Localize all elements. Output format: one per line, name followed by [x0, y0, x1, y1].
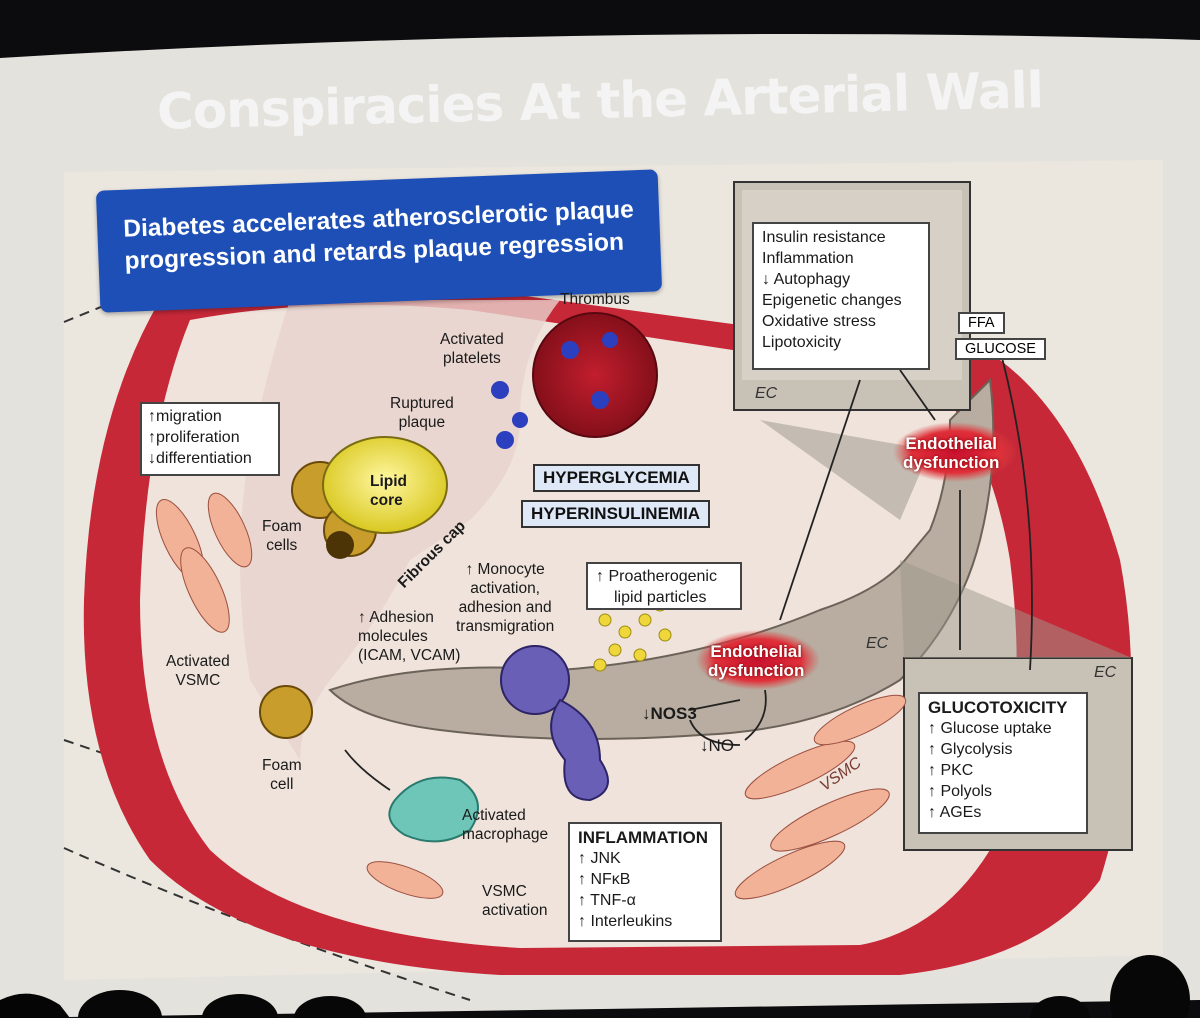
hyperglycemia-box: HYPERGLYCEMIA — [533, 464, 700, 492]
foam-cells-label: Foam cells — [262, 518, 302, 554]
dashed-line — [63, 299, 119, 323]
mechanism-item: Lipotoxicity — [762, 334, 842, 351]
inflammation-header: INFLAMMATION — [578, 828, 708, 847]
proatherogenic-box: ↑ Proatherogenic lipid particles — [586, 562, 742, 610]
glucotoxicity-box: GLUCOTOXICITY ↑ Glucose uptake ↑ Glycoly… — [918, 692, 1088, 834]
activated-vsmc-label: Activated VSMC — [166, 653, 230, 689]
vsmc-wall-cells — [734, 694, 907, 900]
no-label: ↓NO — [700, 736, 734, 755]
adhesion-molecules-label: ↑ Adhesion molecules (ICAM, VCAM) — [358, 609, 461, 664]
activated-vsmc-cells — [155, 492, 253, 633]
glucotoxicity-header: GLUCOTOXICITY — [928, 698, 1068, 717]
ruptured-plaque-label: Ruptured plaque — [390, 395, 454, 431]
mechanism-item: ↓ Autophagy — [762, 271, 851, 288]
endothelial-dysfunction-glow-top — [893, 422, 1017, 482]
vsmc-effect: ↓differentiation — [148, 450, 252, 467]
vsmc-effect: ↑proliferation — [148, 429, 240, 446]
monocyte — [500, 645, 570, 715]
activated-platelets — [491, 332, 618, 449]
vsmc-activation-cell — [366, 861, 444, 899]
nos3-label: ↓NOS3 — [642, 704, 697, 723]
lipid-core — [322, 436, 448, 534]
inflammation-box: INFLAMMATION ↑ JNK ↑ NFκB ↑ TNF-α ↑ Inte… — [568, 822, 722, 942]
glucose-tag: GLUCOSE — [955, 338, 1046, 360]
vsmc-activation-label: VSMC activation — [482, 883, 548, 919]
macrophage — [388, 776, 479, 843]
zoom-wedge-bottom — [900, 560, 1132, 658]
mechanism-item: Insulin resistance — [762, 229, 886, 246]
ec-label-bottom: EC — [1094, 664, 1117, 681]
foam-cell-label: Foam cell — [262, 757, 302, 793]
lipid-core-label: Lipid core — [370, 473, 408, 509]
thrombus-label: Thrombus — [560, 291, 630, 308]
pathway-arrows — [344, 349, 1033, 791]
monocyte-label: ↑ Monocyte activation, adhesion and tran… — [456, 561, 555, 635]
mechanisms-box: Insulin resistance Inflammation ↓ Autoph… — [752, 222, 930, 370]
thrombus — [532, 312, 658, 438]
ec-label-mid: EC — [866, 635, 889, 652]
zoom-wedge — [760, 420, 930, 520]
mechanism-item: Epigenetic changes — [762, 292, 902, 309]
mechanism-item: Inflammation — [762, 250, 854, 267]
endothelial-dysfunction-label-mid: Endothelial dysfunction — [708, 642, 805, 680]
activated-macrophage-label: Activated macrophage — [462, 807, 549, 843]
ffa-tag: FFA — [958, 312, 1005, 334]
endothelial-dysfunction-glow — [696, 630, 820, 690]
ec-label-top: EC — [755, 385, 778, 402]
transmigrating-monocyte — [550, 698, 609, 802]
foam-cell-single — [259, 685, 313, 739]
endothelial-dysfunction-label-top: Endothelial dysfunction — [903, 434, 1000, 472]
mechanism-item: Oxidative stress — [762, 313, 876, 330]
hyperinsulinemia-box: HYPERINSULINEMIA — [521, 500, 711, 528]
activated-platelets-label: Activated platelets — [440, 331, 504, 367]
vsmc-effects-box: ↑migration ↑proliferation ↓differentiati… — [140, 402, 280, 476]
vsmc-effect: ↑migration — [148, 408, 222, 425]
